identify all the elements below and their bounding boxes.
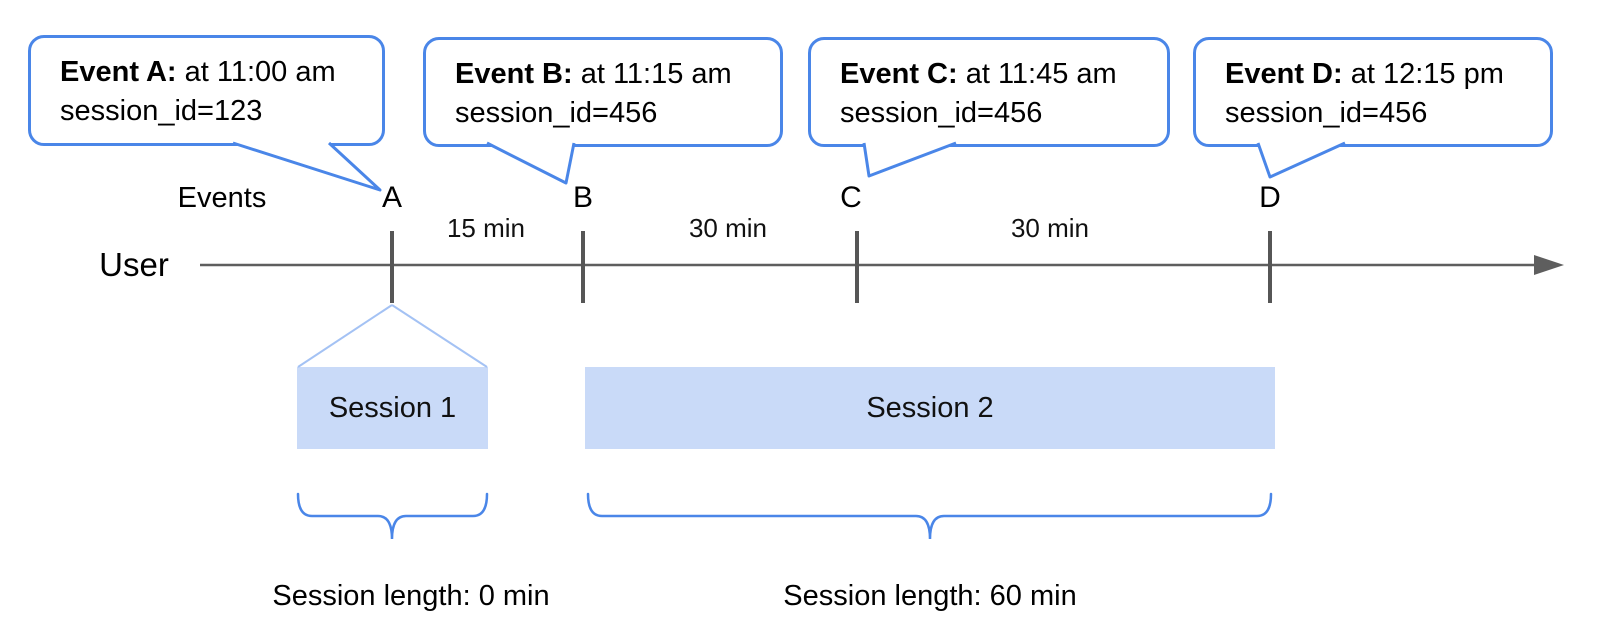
session-1-bar: Session 1	[297, 367, 488, 449]
event-b-callout: Event B: at 11:15 am session_id=456	[423, 37, 783, 147]
events-axis-label-text: Events	[177, 182, 267, 214]
events-axis-label: Events	[178, 182, 311, 215]
event-d-title: Event D:	[1225, 58, 1343, 90]
event-marker-a: A	[381, 181, 403, 214]
event-b-callout-tail	[486, 141, 576, 185]
event-marker-c: C	[840, 181, 862, 214]
event-c-session-id: session_id=456	[840, 97, 1043, 129]
session-2-length-label: Session length: 60 min	[783, 580, 1077, 612]
event-d-callout: Event D: at 12:15 pm session_id=456	[1193, 37, 1553, 147]
event-a-title: Event A:	[60, 56, 177, 88]
event-d-callout-tail	[1256, 141, 1346, 179]
timeline-arrowhead-icon	[1534, 255, 1564, 275]
event-marker-b: B	[572, 181, 594, 214]
session-1-funnel-left-line	[297, 304, 393, 368]
event-a-session-id: session_id=123	[60, 95, 263, 127]
event-d-time: at 12:15 pm	[1342, 58, 1504, 90]
interval-c-d-label: 30 min	[1010, 213, 1090, 243]
event-a-callout: Event A: at 11:00 am session_id=123	[28, 35, 385, 146]
session-1-funnel-right-line	[391, 304, 488, 368]
event-marker-d: D	[1259, 181, 1281, 214]
event-d-session-id: session_id=456	[1225, 97, 1428, 129]
session-2-brace	[586, 492, 1273, 540]
event-c-callout-tail	[862, 141, 957, 178]
session-1-length-label: Session length: 0 min	[272, 580, 550, 612]
event-c-callout: Event C: at 11:45 am session_id=456	[808, 37, 1170, 147]
event-b-line1: Event B: at 11:15 am	[455, 55, 762, 94]
event-b-title: Event B:	[455, 58, 573, 90]
event-b-session-id: session_id=456	[455, 97, 658, 129]
event-c-time: at 11:45 am	[957, 58, 1117, 90]
session-2-bar: Session 2	[585, 367, 1275, 449]
user-axis-label: User	[99, 246, 169, 283]
interval-b-c-label: 30 min	[688, 213, 768, 243]
session-2-label: Session 2	[866, 391, 994, 424]
interval-a-b-label: 15 min	[446, 213, 526, 243]
event-d-line1: Event D: at 12:15 pm	[1225, 55, 1532, 94]
session-1-label: Session 1	[328, 391, 457, 424]
event-c-title: Event C:	[840, 58, 958, 90]
event-c-line1: Event C: at 11:45 am	[840, 55, 1149, 94]
event-b-time: at 11:15 am	[572, 58, 732, 90]
event-a-line1: Event A: at 11:00 am	[60, 53, 364, 92]
session-1-brace	[296, 492, 489, 540]
event-a-time: at 11:00 am	[176, 56, 336, 88]
